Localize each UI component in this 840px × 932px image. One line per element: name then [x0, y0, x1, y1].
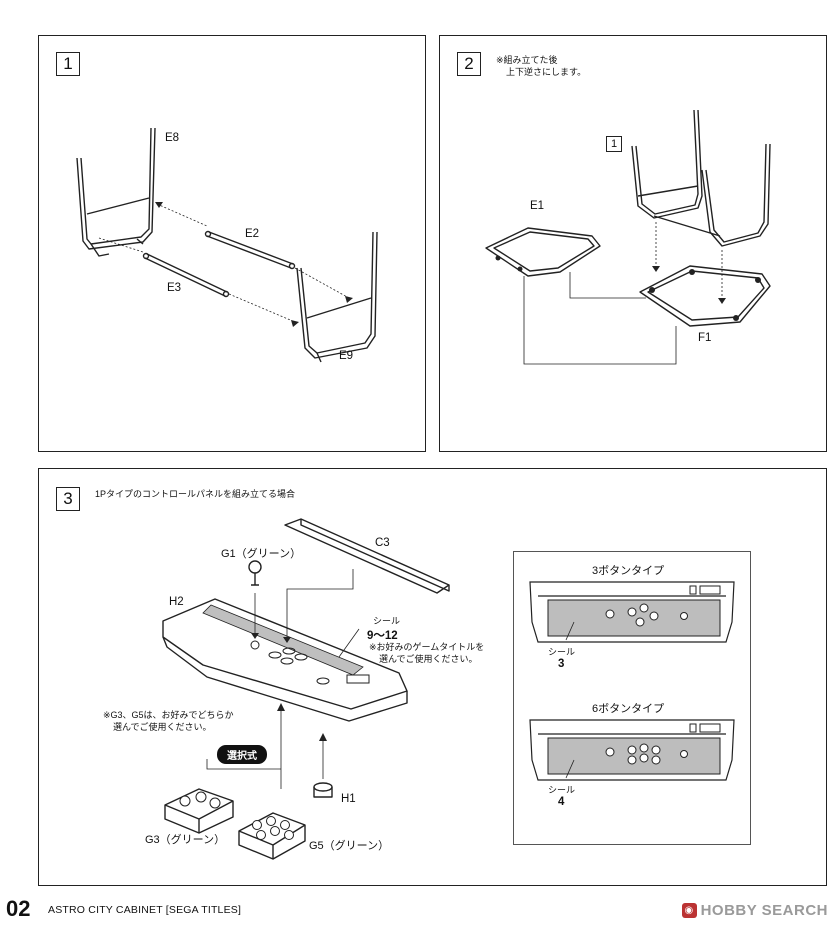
label-e1: E1 [530, 200, 545, 212]
step-2-panel: 2 ※組み立てた後 上下逆さにします。 1 [439, 35, 827, 452]
step-3-diagram [162, 518, 450, 860]
variant-6-seal-number: 4 [558, 796, 565, 808]
label-h1: H1 [341, 793, 356, 805]
variant-3-seal-number: 3 [558, 658, 565, 670]
step-2-note-line2: 上下逆さにします。 [506, 67, 587, 77]
step-2-ref-1: 1 [606, 136, 622, 152]
step-3-number: 3 [56, 487, 80, 511]
variant-3-panel [529, 581, 735, 781]
g-choice-note-line2: 選んでご使用ください。 [113, 722, 212, 732]
selectable-badge: 選択式 [217, 745, 267, 764]
seal-note-line1: ※お好みのゲームタイトルを [369, 642, 485, 652]
brand-watermark: ◉ HOBBY SEARCH [681, 902, 828, 919]
brand-name: HOBBY SEARCH [700, 902, 828, 919]
label-f1: F1 [698, 332, 712, 344]
label-g1: G1（グリーン） [221, 548, 302, 560]
step-3-panel: 3 1Pタイプのコントロールパネルを組み立てる場合 [38, 468, 827, 886]
f1-base [639, 265, 771, 327]
step-2-note-line1: ※組み立てた後 [496, 55, 558, 65]
label-g5: G5（グリーン） [309, 840, 390, 852]
e8-frame [76, 127, 156, 250]
e1-frame [485, 227, 601, 277]
seal-label: シール [373, 615, 400, 627]
step-1-panel: 1 [38, 35, 426, 452]
seal-note: ※お好みのゲームタイトルを 選んでご使用ください。 [369, 641, 484, 665]
e2-rod [206, 231, 294, 269]
g-choice-note: ※G3、G5は、お好みでどちらか 選んでご使用ください。 [103, 709, 234, 733]
g5-block [238, 812, 306, 860]
g1-ball [248, 560, 262, 574]
label-e3: E3 [167, 282, 182, 294]
step-1-diagram [76, 127, 378, 363]
h2-panel [162, 598, 408, 710]
seal-word: シール [373, 616, 401, 626]
label-e8: E8 [165, 132, 180, 144]
e9-frame [296, 231, 378, 359]
variant-6-title: 6ボタンタイプ [592, 703, 665, 715]
assembled-frame [631, 109, 703, 219]
h1-button [313, 782, 333, 792]
step-2-note: ※組み立てた後 上下逆さにします。 [496, 54, 586, 78]
e8-frame-inner [80, 127, 152, 245]
g-choice-note-line1: ※G3、G5は、お好みでどちらか [103, 710, 234, 720]
step-2-number: 2 [457, 52, 481, 76]
step-2-diagram [485, 109, 771, 365]
variant-3-seal: シール [548, 647, 576, 657]
variant-6-seal: シール [548, 785, 576, 795]
page-number: 02 [6, 896, 31, 921]
label-e2: E2 [245, 228, 260, 240]
label-h2: H2 [169, 596, 184, 608]
footer-title: ASTRO CITY CABINET [SEGA TITLES] [48, 904, 242, 916]
e3-rod [144, 253, 228, 297]
g3-block [164, 788, 234, 834]
label-g3: G3（グリーン） [145, 834, 226, 846]
c3-bar [284, 518, 450, 594]
seal-note-line2: 選んでご使用ください。 [379, 654, 478, 664]
label-c3: C3 [375, 537, 390, 549]
seal-range: 9〜12 [367, 630, 398, 642]
camera-icon: ◉ [681, 903, 697, 918]
label-e9: E9 [339, 350, 354, 362]
e9-frame-inner [300, 231, 374, 354]
variants-box: 3ボタンタイプ [513, 551, 751, 845]
step-3-heading: 1Pタイプのコントロールパネルを組み立てる場合 [95, 489, 296, 499]
step-1-number: 1 [56, 52, 80, 76]
variant-3-title: 3ボタンタイプ [592, 565, 665, 577]
